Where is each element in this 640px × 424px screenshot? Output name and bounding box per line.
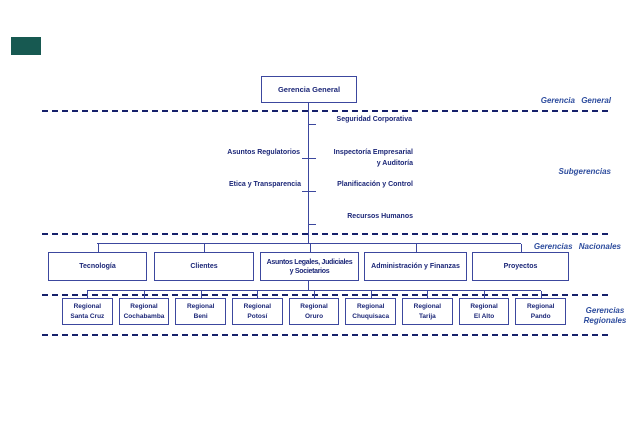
staff-unit-recursos-humanos: Recursos Humanos xyxy=(347,213,413,220)
tier-label-gerencia-general: Gerencia General xyxy=(540,96,611,105)
connector-tick-recursos xyxy=(308,224,316,225)
tier-label-gerencias-nacionales: Gerencias Nacionales xyxy=(533,242,621,251)
tier-label-gerencias-regionales: Gerencias Regionales xyxy=(583,306,627,325)
org-node-label: Tecnología xyxy=(79,263,116,270)
org-node-label-line2: Oruro xyxy=(304,312,324,320)
org-node-label-line1: Regional xyxy=(470,303,498,310)
divider-subgerencias xyxy=(42,233,612,235)
org-node-tecnologia: Tecnología xyxy=(48,244,147,281)
org-node-regional-tarija: Regional Tarija xyxy=(402,291,453,325)
divider-gerencias-regionales xyxy=(42,334,612,336)
regional-row: Regional Santa Cruz Regional Cochabamba … xyxy=(62,291,567,325)
org-node-label-line2: El Alto xyxy=(473,312,495,320)
connector-asuntos-to-regionales xyxy=(308,281,309,290)
org-node-label: Asuntos Legales, Judiciales y Societario… xyxy=(266,258,353,275)
org-node-label: Administración y Finanzas xyxy=(371,263,460,270)
connector-regionales xyxy=(87,290,541,291)
org-node-regional-pando: Regional Pando xyxy=(515,291,567,325)
staff-unit-seguridad-corporativa: Seguridad Corporativa xyxy=(336,116,412,123)
org-node-proyectos: Proyectos xyxy=(472,244,569,281)
org-node-label-line1: Regional xyxy=(130,303,158,310)
divider-gerencia-general xyxy=(42,110,612,112)
org-node-regional-cochabamba: Regional Cochabamba xyxy=(118,291,170,325)
org-node-label-line1: Regional xyxy=(526,303,555,310)
connector-tick-seguridad xyxy=(308,124,316,125)
org-node-label-line1: Regional xyxy=(356,303,385,310)
connector-tick-regulatorios xyxy=(302,158,316,159)
org-node-label: Clientes xyxy=(190,263,218,270)
staff-unit-asuntos-regulatorios: Asuntos Regulatorios xyxy=(227,149,300,156)
org-node-gerencia-general: Gerencia General xyxy=(261,76,357,103)
org-node-regional-chuquisaca: Regional Chuquisaca xyxy=(345,291,397,325)
connector-tick-etica xyxy=(302,191,316,192)
org-node-label-line1: Regional xyxy=(186,303,215,310)
divider-gerencias-nacionales xyxy=(42,294,612,296)
connector-nacionales xyxy=(97,243,521,244)
org-node-label: Proyectos xyxy=(503,263,538,270)
org-node-label-line2: Pando xyxy=(530,312,551,320)
org-node-regional-beni: Regional Beni xyxy=(175,291,227,325)
org-node-label-line2: Potosí xyxy=(247,312,268,320)
org-node-asuntos-legales: Asuntos Legales, Judiciales y Societario… xyxy=(260,244,359,281)
staff-unit-planificacion-control: Planificación y Control xyxy=(337,181,413,188)
tier-label-subgerencias: Subgerencias xyxy=(558,167,611,176)
org-node-label-line2: Tarija xyxy=(418,312,436,320)
org-node-label-line1: Regional xyxy=(300,303,328,310)
org-node-administracion-finanzas: Administración y Finanzas xyxy=(364,244,467,281)
org-node-label-line2: Chuquisaca xyxy=(352,312,390,320)
org-node-regional-santa-cruz: Regional Santa Cruz xyxy=(62,291,113,325)
staff-unit-etica-transparencia: Etica y Transparencia xyxy=(229,181,301,188)
org-node-label-line1: Regional xyxy=(73,303,102,310)
staff-unit-inspectoria-empresarial: Inspectoría Empresarial y Auditoría xyxy=(333,149,413,167)
connector-trunk xyxy=(308,103,309,244)
org-node-label-line2: Beni xyxy=(193,312,208,320)
org-node-regional-potosi: Regional Potosí xyxy=(232,291,283,325)
org-node-label-line1: Regional xyxy=(413,303,442,310)
org-node-label-line1: Regional xyxy=(243,303,272,310)
org-node-regional-oruro: Regional Oruro xyxy=(288,291,340,325)
org-node-clientes: Clientes xyxy=(154,244,254,281)
org-node-label-line2: Cochabamba xyxy=(123,312,165,320)
org-node-label-line2: Santa Cruz xyxy=(70,312,105,320)
org-node-regional-el-alto: Regional El Alto xyxy=(458,291,510,325)
corner-mark xyxy=(11,37,41,55)
org-node-label: Gerencia General xyxy=(277,85,341,94)
